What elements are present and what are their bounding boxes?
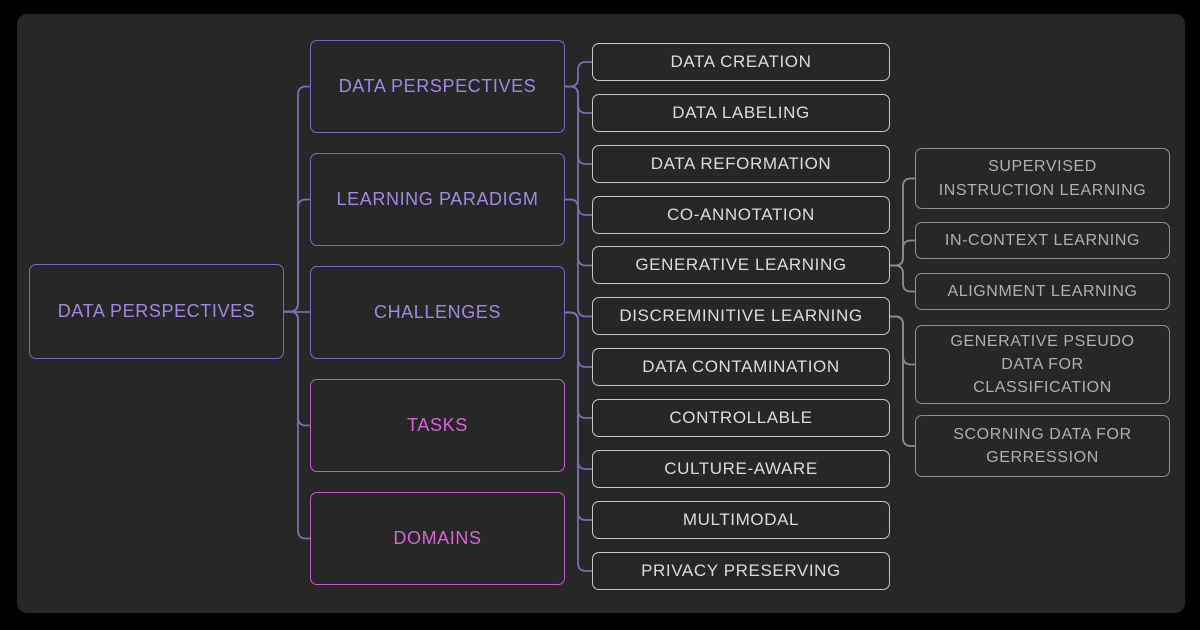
node-label: DATA CONTAMINATION xyxy=(642,356,840,376)
node-leaf-data-contamination[interactable]: DATA CONTAMINATION xyxy=(592,348,890,386)
node-label: IN-CONTEXT LEARNING xyxy=(944,231,1141,249)
node-label: CO-ANNOTATION xyxy=(667,204,815,224)
node-label: LEARNING PARADIGM xyxy=(336,189,539,210)
node-leaf-data-labeling[interactable]: DATA LABELING xyxy=(592,94,890,132)
node-label: DOMAINS xyxy=(393,528,482,549)
node-leaf-controllable[interactable]: CONTROLLABLE xyxy=(592,399,890,437)
node-leaf-discreminitive-learning[interactable]: DISCREMINITIVE LEARNING xyxy=(592,297,890,335)
node-root-data-perspectives[interactable]: DATA PERSPECTIVES xyxy=(29,264,284,359)
node-branch-domains[interactable]: DOMAINS xyxy=(310,492,565,585)
node-label: DATA LABELING xyxy=(672,102,810,122)
node-label: TASKS xyxy=(407,415,468,436)
node-leaf-generative-learning[interactable]: GENERATIVE LEARNING xyxy=(592,246,890,284)
node-branch-data-perspectives[interactable]: DATA PERSPECTIVES xyxy=(310,40,565,133)
node-label: DATA PERSPECTIVES xyxy=(338,76,537,97)
node-leaf-data-creation[interactable]: DATA CREATION xyxy=(592,43,890,81)
node-leaf-culture-aware[interactable]: CULTURE-AWARE xyxy=(592,450,890,488)
node-leaf-alignment-learning[interactable]: ALIGNMENT LEARNING xyxy=(915,273,1170,310)
node-label: DATA PERSPECTIVES xyxy=(57,301,256,322)
node-label: GENERATIVE LEARNING xyxy=(635,254,847,274)
node-branch-tasks[interactable]: TASKS xyxy=(310,379,565,472)
node-leaf-data-reformation[interactable]: DATA REFORMATION xyxy=(592,145,890,183)
node-label: DATA REFORMATION xyxy=(650,153,832,173)
node-leaf-co-annotation[interactable]: CO-ANNOTATION xyxy=(592,196,890,234)
node-label: PRIVACY PRESERVING xyxy=(641,560,841,580)
node-branch-challenges[interactable]: CHALLENGES xyxy=(310,266,565,359)
node-leaf-generative-pseudo-data-for-classification[interactable]: GENERATIVE PSEUDO DATA FOR CLASSIFICATIO… xyxy=(915,325,1170,404)
node-label: GENERATIVE PSEUDO DATA FOR CLASSIFICATIO… xyxy=(950,332,1135,397)
node-label: CONTROLLABLE xyxy=(669,407,813,427)
node-label: ALIGNMENT LEARNING xyxy=(947,282,1138,300)
node-label: SCORNING DATA FOR GERRESSION xyxy=(953,425,1132,466)
node-label: SUPERVISED INSTRUCTION LEARNING xyxy=(938,158,1147,199)
node-label: CHALLENGES xyxy=(373,302,502,323)
node-leaf-multimodal[interactable]: MULTIMODAL xyxy=(592,501,890,539)
node-leaf-privacy-preserving[interactable]: PRIVACY PRESERVING xyxy=(592,552,890,590)
node-label: DATA CREATION xyxy=(670,51,812,71)
node-leaf-scorning-data-for-gerression[interactable]: SCORNING DATA FOR GERRESSION xyxy=(915,415,1170,477)
node-leaf-supervised-instruction-learning[interactable]: SUPERVISED INSTRUCTION LEARNING xyxy=(915,148,1170,209)
node-leaf-in-context-learning[interactable]: IN-CONTEXT LEARNING xyxy=(915,222,1170,259)
node-label: MULTIMODAL xyxy=(682,509,800,529)
node-branch-learning-paradigm[interactable]: LEARNING PARADIGM xyxy=(310,153,565,246)
node-label: DISCREMINITIVE LEARNING xyxy=(619,305,863,325)
node-label: CULTURE-AWARE xyxy=(664,458,818,478)
